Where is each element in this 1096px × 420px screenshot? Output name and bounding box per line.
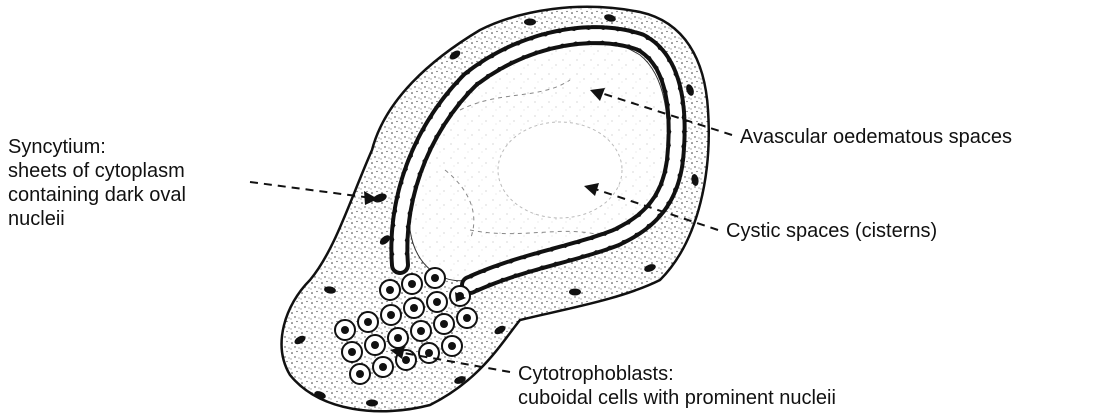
label-cystic-spaces: Cystic spaces (cisterns) bbox=[726, 219, 937, 243]
label-cytotrophoblasts: Cytotrophoblasts: cuboidal cells with pr… bbox=[518, 362, 836, 410]
cystic-space bbox=[498, 122, 622, 218]
leader-syncytium bbox=[250, 182, 372, 198]
label-avascular-oedematous-spaces: Avascular oedematous spaces bbox=[740, 125, 1012, 149]
label-syncytium: Syncytium: sheets of cytoplasm containin… bbox=[8, 135, 186, 231]
